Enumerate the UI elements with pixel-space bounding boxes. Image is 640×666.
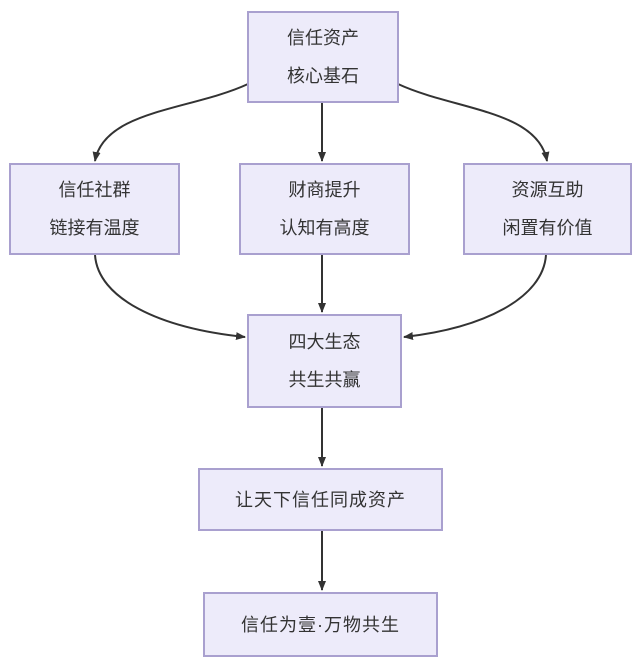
edge-resource-to-ecosystem bbox=[403, 254, 547, 340]
node-trust-asset-core: 信任资产 核心基石 bbox=[247, 11, 399, 103]
node-label-line: 认知有高度 bbox=[279, 218, 370, 238]
edge-root-to-resource bbox=[397, 83, 550, 162]
node-label-line: 核心基石 bbox=[287, 66, 359, 86]
node-four-ecosystems: 四大生态 共生共赢 bbox=[247, 314, 402, 408]
node-slogan-trust-as-one: 信任为壹·万物共生 bbox=[203, 592, 438, 657]
node-label-line: 信任社群 bbox=[58, 180, 131, 200]
edge-root-to-community bbox=[92, 83, 249, 162]
node-label-line: 共生共赢 bbox=[288, 370, 361, 390]
node-trust-community: 信任社群 链接有温度 bbox=[9, 163, 180, 255]
node-label-line: 让天下信任同成资产 bbox=[235, 489, 406, 510]
node-label-line: 资源互助 bbox=[511, 180, 584, 200]
node-label-line: 信任为壹·万物共生 bbox=[241, 614, 400, 635]
node-label-line: 信任资产 bbox=[287, 28, 359, 48]
node-label-line: 链接有温度 bbox=[49, 218, 140, 238]
node-label-line: 闲置有价值 bbox=[502, 218, 593, 238]
node-label-line: 财商提升 bbox=[288, 180, 361, 200]
node-resource-mutual-aid: 资源互助 闲置有价值 bbox=[463, 163, 632, 255]
node-financial-iq: 财商提升 认知有高度 bbox=[239, 163, 410, 255]
node-slogan-trust-becomes-asset: 让天下信任同成资产 bbox=[198, 468, 443, 531]
edge-community-to-ecosystem bbox=[94, 254, 246, 341]
node-label-line: 四大生态 bbox=[288, 332, 361, 352]
